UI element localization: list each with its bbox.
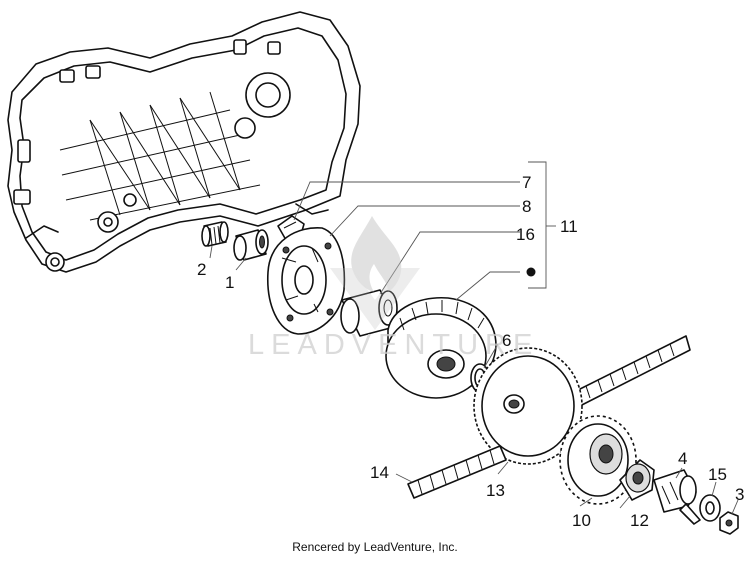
callout-4: 4 [678, 449, 687, 468]
crankcase-housing [7, 11, 361, 273]
washer-part-15 [699, 494, 721, 522]
chevron-logo-icon [330, 268, 420, 330]
hub-part-4 [653, 469, 701, 525]
callout-13: 13 [486, 481, 505, 500]
clutch-assembly-part-12 [619, 459, 655, 501]
drive-belt-upper [565, 335, 691, 411]
callout-2: 2 [197, 260, 206, 279]
drive-belt-part-14 [407, 445, 507, 499]
ramp-plate-part-8 [267, 227, 346, 335]
watermark-text: LEADVENTURE [248, 329, 539, 361]
callout-1: 1 [225, 273, 234, 292]
leader-lines [209, 161, 739, 515]
callout-8: 8 [522, 197, 531, 216]
bullet-dot [526, 267, 536, 277]
watermark [330, 216, 420, 330]
needle-bearing-part-2 [201, 221, 229, 247]
bushing-part-1 [233, 229, 269, 261]
callout-7: 7 [522, 173, 531, 192]
nut-part-3 [719, 511, 739, 535]
movable-half-pulley [385, 297, 497, 399]
clutch-bell-part-10 [559, 415, 637, 505]
flame-logo-icon [351, 216, 402, 292]
callout-16: 16 [516, 225, 535, 244]
callout-11: 11 [560, 217, 578, 236]
callout-3: 3 [735, 485, 744, 504]
callout-6: 6 [502, 331, 511, 350]
callout-14: 14 [370, 463, 389, 482]
callout-10: 10 [572, 511, 591, 530]
callout-15: 15 [708, 465, 727, 484]
ring-gear-part-13 [473, 347, 583, 465]
callout-12: 12 [630, 511, 649, 530]
credit-line: Rencered by LeadVenture, Inc. [292, 540, 458, 554]
